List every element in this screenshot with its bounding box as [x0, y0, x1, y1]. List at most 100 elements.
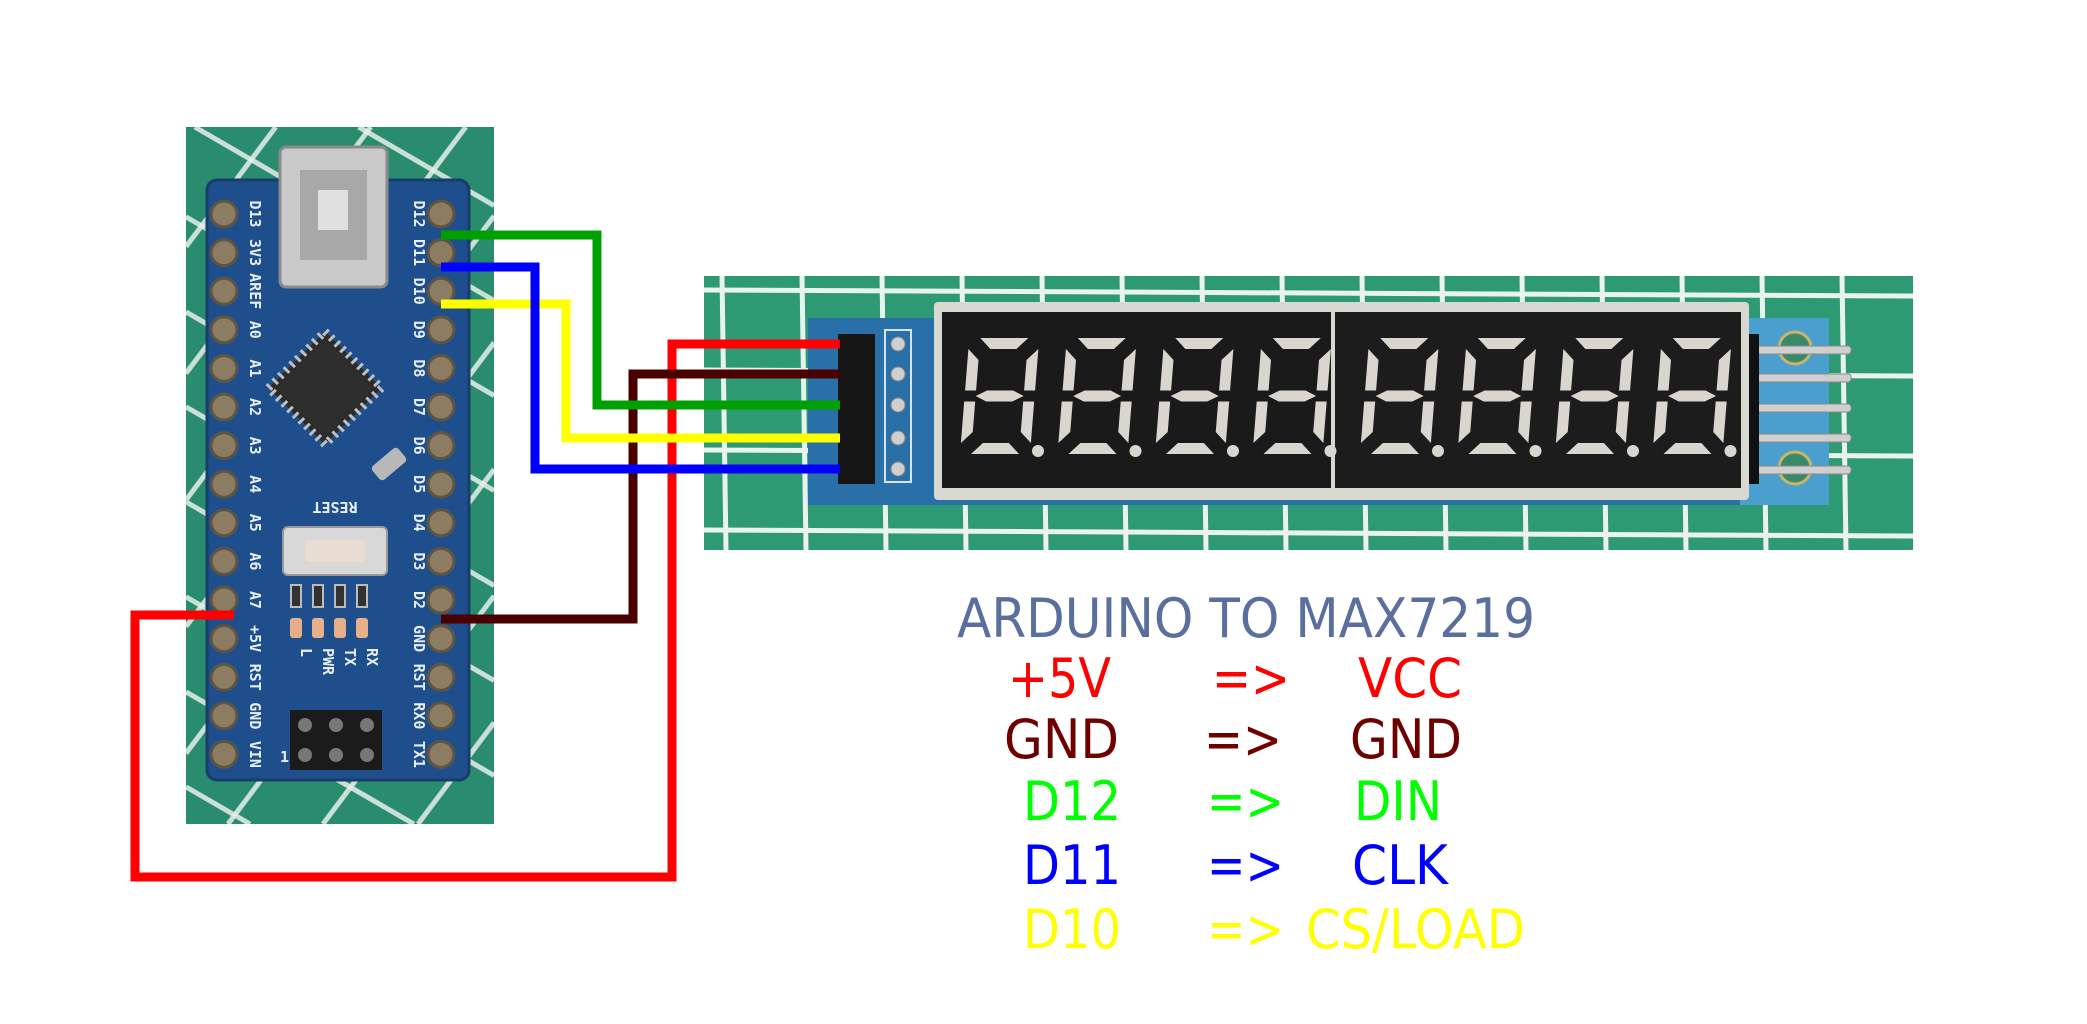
- segment: [1257, 349, 1272, 391]
- segment: [1219, 349, 1234, 391]
- segment: [1263, 443, 1312, 454]
- segment: [1468, 443, 1517, 454]
- segment: [1272, 338, 1321, 349]
- resistor: [334, 584, 346, 608]
- resistor: [356, 584, 368, 608]
- pin-label: D9: [410, 321, 428, 339]
- mapping-row: D12 => DIN: [1023, 770, 1442, 833]
- mapping-arrow: =>: [1207, 898, 1284, 961]
- pin-pad: [426, 585, 456, 615]
- pin-pad: [209, 315, 239, 345]
- digit: [1253, 338, 1337, 457]
- segment: [975, 390, 1024, 402]
- header-pin: [1744, 345, 1852, 355]
- segment: [1420, 401, 1435, 443]
- segment: [1024, 349, 1039, 391]
- pin-pad: [209, 199, 239, 229]
- pin-label: A7: [246, 591, 264, 609]
- grid-line: [704, 287, 1913, 299]
- pin-label: D4: [410, 514, 428, 532]
- mapping-from: GND: [1004, 708, 1119, 771]
- pin-label: A0: [246, 321, 264, 339]
- decimal-point: [1324, 445, 1337, 457]
- mapping-from: D12: [1023, 770, 1121, 833]
- pin-label: D3: [410, 552, 428, 570]
- grid-line: [186, 784, 252, 824]
- pin-label: A3: [246, 437, 264, 455]
- decimal-point: [1032, 445, 1044, 457]
- header-pin: [890, 336, 906, 352]
- wire-gnd: [441, 369, 840, 624]
- header-pin: [890, 397, 906, 413]
- segment: [1575, 338, 1624, 349]
- pin-pad: [426, 353, 456, 383]
- pin-pad: [209, 662, 239, 692]
- mapping-row: +5V=>VCC: [1008, 647, 1462, 710]
- pin-pad: [426, 739, 456, 769]
- segment: [980, 338, 1029, 349]
- segment: [1424, 349, 1439, 391]
- segment: [960, 401, 976, 443]
- segment: [1068, 443, 1117, 454]
- pin-label: D12: [410, 200, 428, 227]
- segment: [1062, 349, 1077, 391]
- segment: [1663, 443, 1712, 454]
- pin-label: +5V: [246, 625, 264, 652]
- pin-pad: [426, 431, 456, 461]
- icsp-label: 1: [280, 748, 289, 766]
- pin-label: GND: [246, 702, 264, 729]
- pin-label: A4: [246, 475, 264, 493]
- header-pin: [1744, 373, 1852, 383]
- pin-label: RST: [410, 664, 428, 691]
- pin-label: 3V3: [246, 239, 264, 266]
- segment: [1375, 390, 1424, 402]
- led-label: PWR: [319, 648, 337, 676]
- wires: [130, 230, 840, 882]
- segment: [1313, 401, 1327, 443]
- segment: [1118, 401, 1132, 443]
- pin-mapping-table: +5V=>VCCGND=>GNDD12=>DIND11=>CLKD10=>CS/…: [1004, 647, 1525, 961]
- segment: [1077, 338, 1126, 349]
- segment: [1657, 349, 1672, 391]
- pin-pad: [426, 199, 456, 229]
- output-header-pins: [1744, 334, 1852, 484]
- pin-label: VIN: [246, 741, 264, 768]
- digit: [1653, 338, 1737, 457]
- mapping-to: CLK: [1352, 834, 1449, 897]
- mapping-arrow: =>: [1207, 770, 1284, 833]
- mapping-to: DIN: [1354, 770, 1442, 833]
- decimal-point: [1627, 445, 1639, 457]
- header-pin: [890, 430, 906, 446]
- mapping-from: D10: [1023, 898, 1121, 961]
- segment: [1615, 401, 1630, 443]
- segment: [1170, 390, 1219, 402]
- mapping-to: CS/LOAD: [1306, 898, 1525, 961]
- mapping-row: D11=>CLK: [1023, 834, 1449, 897]
- segment: [1555, 401, 1571, 443]
- resistor: [312, 584, 324, 608]
- pin-label: D8: [410, 359, 428, 377]
- pin-pad: [209, 431, 239, 461]
- pin-pad: [209, 276, 239, 306]
- segment: [1166, 443, 1214, 454]
- led: [334, 618, 346, 638]
- digit: [1360, 338, 1444, 457]
- reset-button: [282, 526, 388, 576]
- max7219-display-photo: [704, 276, 1913, 550]
- segment: [1073, 390, 1122, 402]
- led-label: L: [297, 648, 315, 657]
- wire-din: [441, 230, 840, 410]
- led: [356, 618, 368, 638]
- decimal-point: [1432, 445, 1444, 457]
- mapping-from: D11: [1023, 834, 1121, 897]
- mapping-row: D10 => CS/LOAD: [1023, 898, 1525, 961]
- decimal-point: [1129, 445, 1142, 457]
- led-label: TX: [341, 648, 359, 666]
- pin-label: D6: [410, 437, 428, 455]
- grid-line: [704, 527, 1913, 539]
- pin-pad: [426, 546, 456, 576]
- mapping-to: GND: [1350, 708, 1462, 771]
- segment: [1160, 349, 1174, 391]
